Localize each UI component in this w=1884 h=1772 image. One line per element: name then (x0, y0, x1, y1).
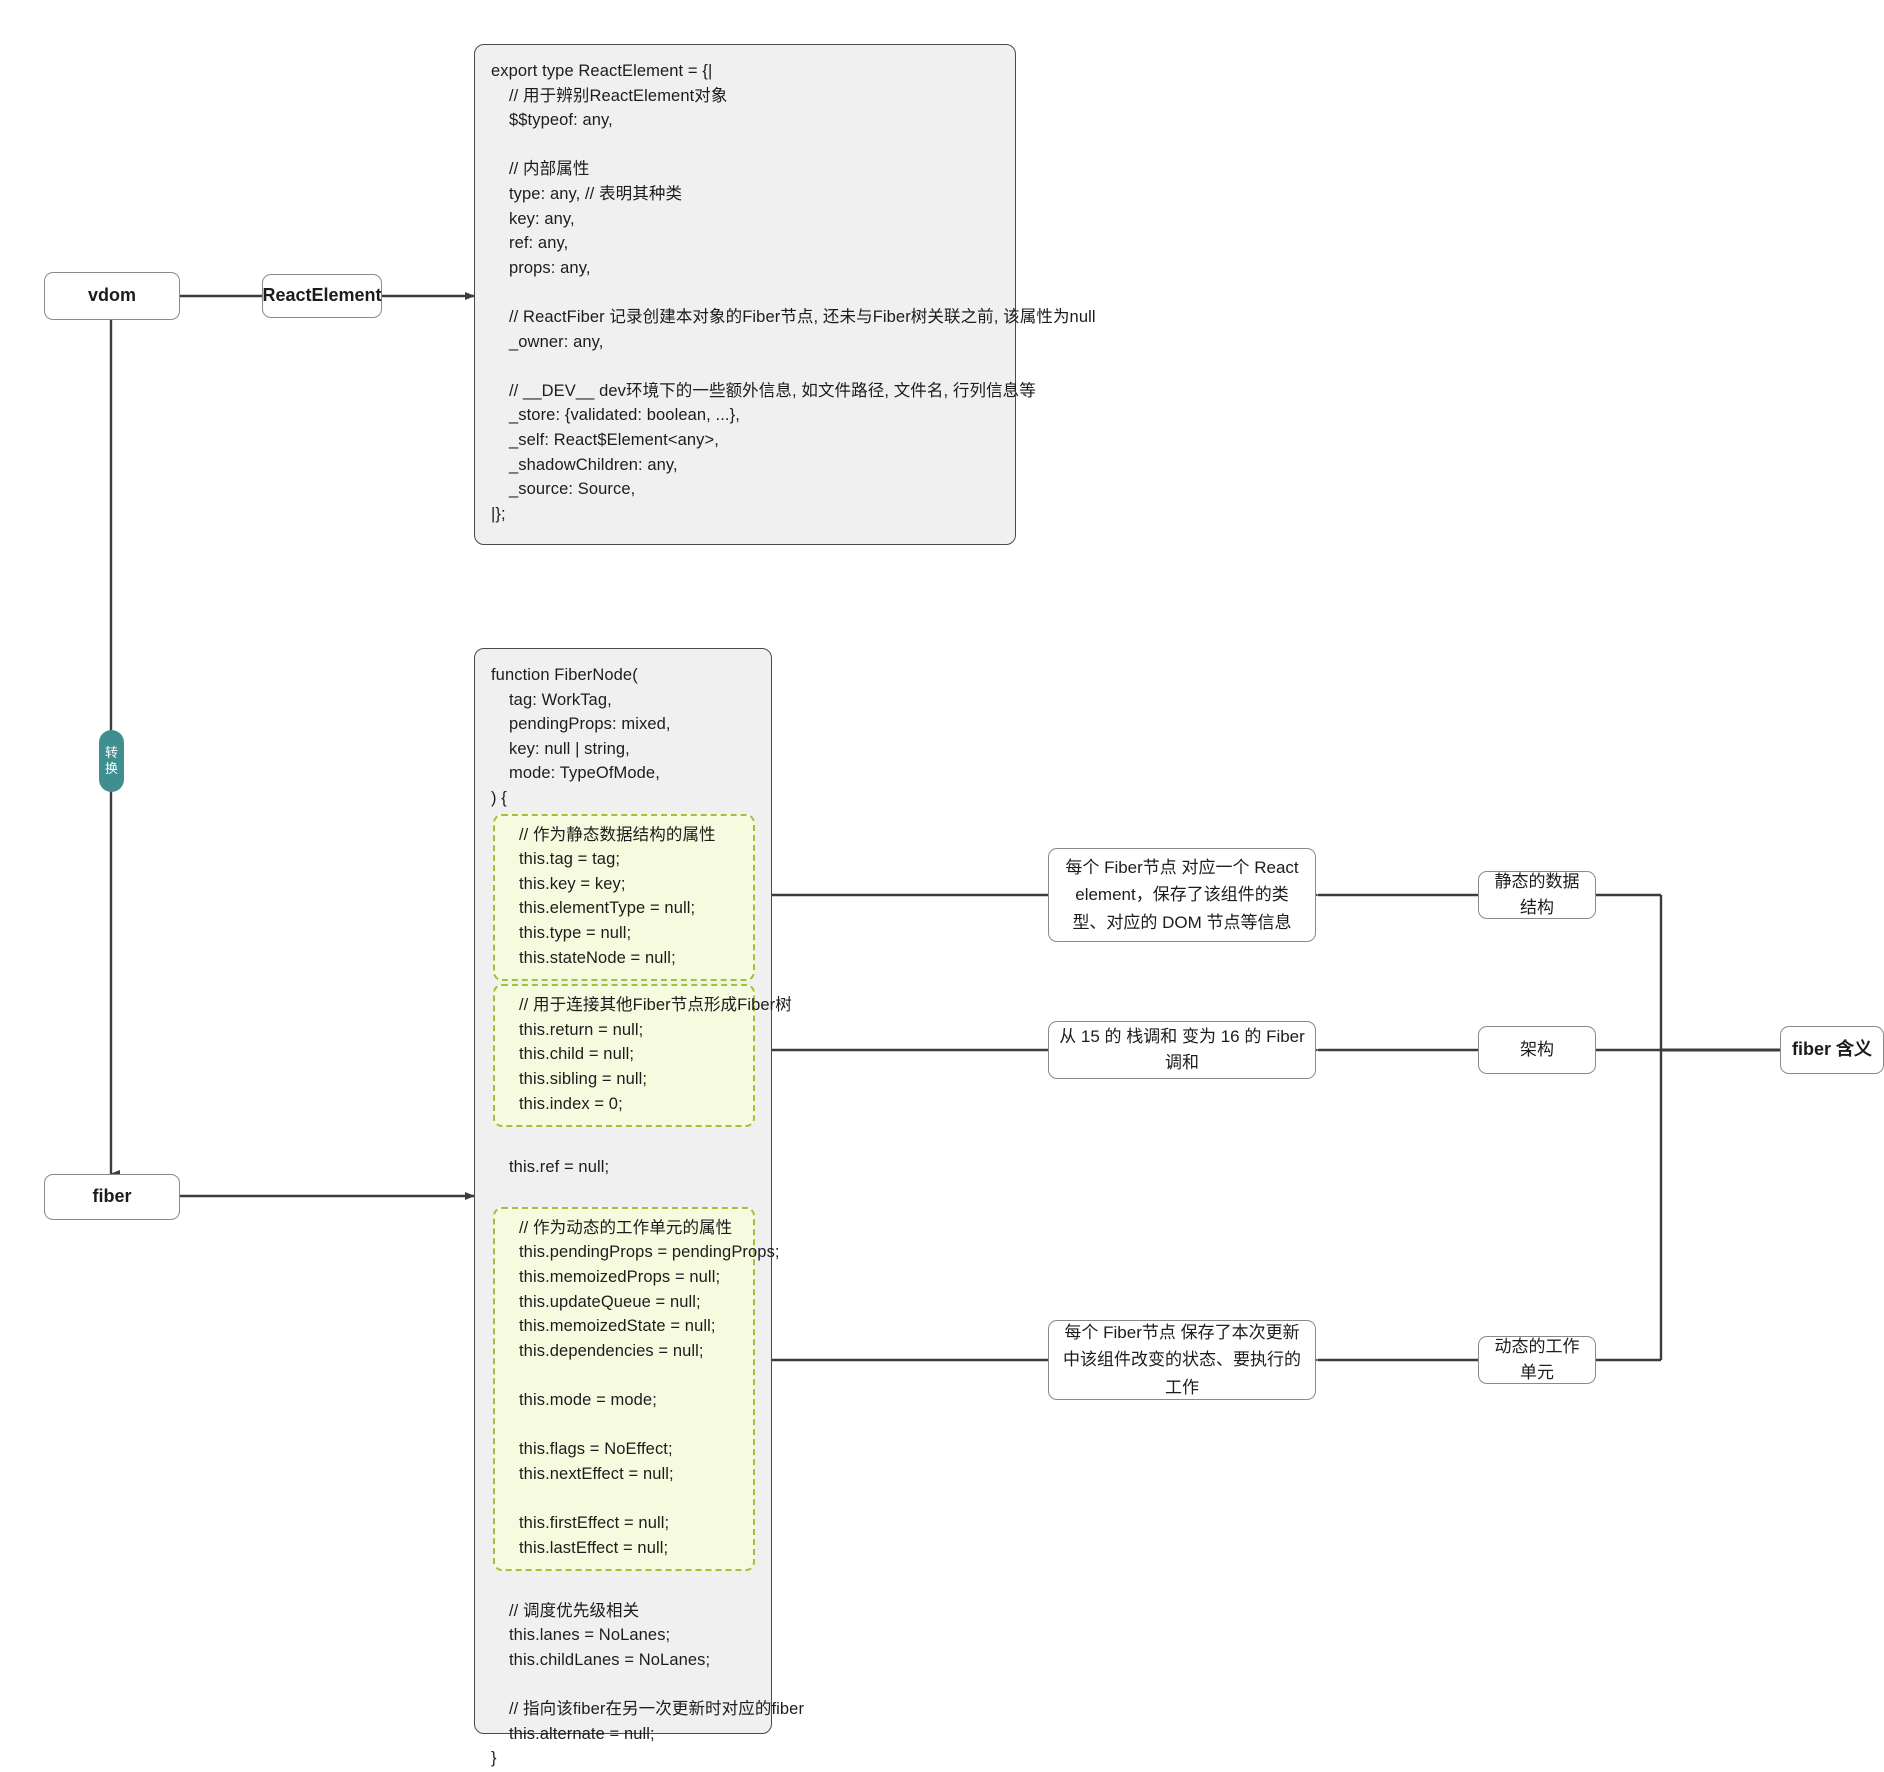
code-line: // 作为静态数据结构的属性 (519, 825, 716, 844)
node-vdom[interactable]: vdom (44, 272, 180, 320)
code-line: this.stateNode = null; (519, 948, 676, 967)
code-line: ) { (491, 788, 507, 807)
category-architecture[interactable]: 架构 (1478, 1026, 1596, 1074)
code-line: this.pendingProps = pendingProps; (519, 1243, 780, 1262)
code-line: _store: {validated: boolean, ...}, (509, 406, 740, 425)
highlight-group-static-structure: // 作为静态数据结构的属性 this.tag = tag; this.key = … (493, 813, 755, 982)
category-static-structure[interactable]: 静态的数据结构 (1478, 871, 1596, 919)
code-line: this.mode = mode; (519, 1391, 657, 1410)
category-static-structure-label: 静态的数据结构 (1494, 871, 1580, 917)
description-architecture-label: 从 15 的 栈调和 变为 16 的 Fiber调和 (1059, 1026, 1305, 1072)
code-line: key: null | string, (509, 739, 630, 758)
code-line: // 指向该fiber在另一次更新时对应的fiber (509, 1700, 805, 1719)
code-line: this.memoizedState = null; (519, 1317, 716, 1336)
code-line: this.child = null; (519, 1045, 635, 1064)
code-line (491, 1179, 755, 1204)
code-line: $$typeof: any, (509, 111, 613, 130)
code-line: // 用于连接其他Fiber节点形成Fiber树 (519, 996, 792, 1015)
code-line: tag: WorkTag, (509, 690, 612, 709)
code-line: // 内部属性 (509, 160, 590, 179)
code-line: // 用于辨别ReactElement对象 (509, 86, 728, 105)
code-line: // 作为动态的工作单元的属性 (519, 1218, 733, 1237)
code-line: this.nextEffect = null; (519, 1464, 674, 1483)
code-line: function FiberNode( (491, 666, 638, 684)
code-line: this.key = key; (519, 874, 626, 893)
code-line: this.firstEffect = null; (519, 1514, 670, 1532)
code-line (491, 1673, 755, 1698)
code-line (505, 1363, 743, 1388)
code-line: this.sibling = null; (519, 1069, 648, 1088)
node-fiber-label: fiber (92, 1186, 132, 1207)
code-line: export type ReactElement = {| (491, 62, 713, 80)
code-line (491, 133, 999, 158)
code-line: ref: any, (509, 234, 569, 253)
description-work-unit-label: 每个 Fiber节点 保存了本次更新中该组件改变的状态、要执行的工作 (1063, 1323, 1301, 1397)
badge-char-2: 换 (104, 761, 118, 776)
code-line: } (491, 1749, 497, 1768)
node-vdom-label: vdom (87, 285, 136, 306)
code-line: this.updateQueue = null; (519, 1292, 701, 1311)
code-line: this.elementType = null; (519, 899, 696, 918)
code-line: this.return = null; (519, 1020, 644, 1039)
code-line: this.flags = NoEffect; (519, 1440, 673, 1459)
code-line: this.ref = null; (509, 1157, 610, 1176)
code-line: this.alternate = null; (509, 1724, 655, 1743)
highlight-group-work-unit: // 作为动态的工作单元的属性 this.pendingProps = pendi… (493, 1206, 780, 1572)
code-line (491, 354, 999, 379)
category-work-unit-label: 动态的工作单元 (1494, 1336, 1580, 1382)
code-line: |}; (491, 504, 506, 523)
code-line: props: any, (509, 258, 591, 277)
node-fiber[interactable]: fiber (44, 1174, 180, 1220)
code-line: _owner: any, (509, 332, 604, 351)
description-static-structure[interactable]: 每个 Fiber节点 对应一个 React element，保存了该组件的类型、… (1048, 848, 1316, 942)
code-line: this.lanes = NoLanes; (509, 1626, 671, 1645)
node-react-element-label: ReactElement (262, 285, 382, 306)
fiber-node-code-box: function FiberNode( tag: WorkTag, pendingP… (474, 648, 805, 1767)
badge-conversion: 转 换 (99, 730, 124, 792)
code-line: key: any, (509, 209, 575, 228)
code-line: mode: TypeOfMode, (509, 764, 660, 783)
code-line (491, 1130, 755, 1155)
code-line: this.lastEffect = null; (519, 1538, 669, 1557)
code-line (491, 1574, 755, 1599)
description-static-structure-label: 每个 Fiber节点 对应一个 React element，保存了该组件的类型、… (1065, 858, 1299, 932)
code-line: pendingProps: mixed, (509, 715, 671, 734)
code-line: this.memoizedProps = null; (519, 1268, 721, 1287)
code-line: _source: Source, (509, 480, 636, 499)
code-line: this.index = 0; (519, 1094, 623, 1113)
node-fiber-meaning-label: fiber 含义 (1791, 1039, 1872, 1060)
code-line: // 调度优先级相关 (509, 1601, 640, 1620)
badge-char-1: 转 (104, 745, 118, 760)
code-line: _shadowChildren: any, (509, 455, 678, 474)
code-line (505, 1413, 743, 1438)
code-line (491, 280, 999, 305)
node-fiber-meaning[interactable]: fiber 含义 (1780, 1026, 1884, 1074)
code-line: this.type = null; (519, 923, 632, 942)
react-element-code-box: export type ReactElement = {| // 用于辨别Reac… (474, 44, 1096, 545)
code-line: type: any, // 表明其种类 (509, 184, 683, 203)
code-line: // ReactFiber 记录创建本对象的Fiber节点, 还未与Fiber树… (509, 307, 1096, 326)
node-react-element[interactable]: ReactElement (262, 274, 382, 318)
description-work-unit[interactable]: 每个 Fiber节点 保存了本次更新中该组件改变的状态、要执行的工作 (1048, 1320, 1316, 1400)
highlight-group-fiber-tree: // 用于连接其他Fiber节点形成Fiber树 this.return = nu… (493, 984, 792, 1128)
code-line: this.childLanes = NoLanes; (509, 1650, 711, 1669)
description-architecture[interactable]: 从 15 的 栈调和 变为 16 的 Fiber调和 (1048, 1021, 1316, 1079)
category-architecture-label: 架构 (1520, 1039, 1554, 1059)
code-line: this.dependencies = null; (519, 1341, 704, 1360)
code-line: _self: React$Element<any>, (509, 430, 719, 449)
category-work-unit[interactable]: 动态的工作单元 (1478, 1336, 1596, 1384)
code-line: this.tag = tag; (519, 850, 621, 869)
code-line (505, 1486, 743, 1511)
code-line: // __DEV__ dev环境下的一些额外信息, 如文件路径, 文件名, 行列… (509, 381, 1036, 400)
